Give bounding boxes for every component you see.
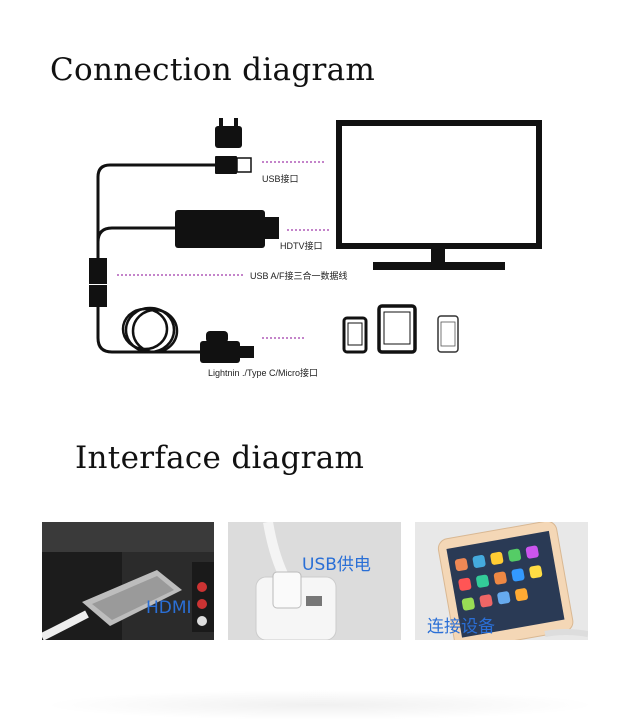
connection-diagram-title: Connection diagram	[50, 52, 376, 88]
usb-port-label: USB接口	[262, 173, 299, 184]
usb-power-photo: USB供电	[228, 522, 401, 640]
power-adapter-icon	[215, 118, 242, 148]
phone-outline-icon	[437, 315, 459, 353]
connect-device-photo: 连接设备	[415, 522, 588, 640]
usb-af-cable-label: USB A/F接三合一数据线	[250, 270, 348, 281]
lightning-plug-icon	[200, 331, 254, 363]
tablet-icon	[377, 304, 417, 354]
usb-plug-icon	[215, 156, 252, 174]
lightning-port-label: Lightnin ./Type C/Micro接口	[208, 367, 318, 378]
connect-device-caption: 连接设备	[427, 617, 495, 637]
interface-diagram-title: Interface diagram	[75, 440, 365, 476]
bottom-shadow	[40, 690, 600, 720]
splitter-block	[89, 258, 107, 284]
smartphone-icon	[342, 316, 368, 354]
hdmi-photo: HDMI	[42, 522, 214, 640]
hdmi-plug-icon	[175, 210, 279, 248]
splitter-block	[89, 285, 107, 307]
tv-monitor-icon	[336, 120, 542, 270]
connection-diagram: USB接口 HDTV接口 USB A/F接三合一数据线 Lightnin ./T…	[89, 118, 542, 378]
usb-power-caption: USB供电	[302, 555, 371, 575]
hdmi-caption: HDMI	[146, 598, 192, 618]
hdtv-port-label: HDTV接口	[280, 240, 323, 251]
